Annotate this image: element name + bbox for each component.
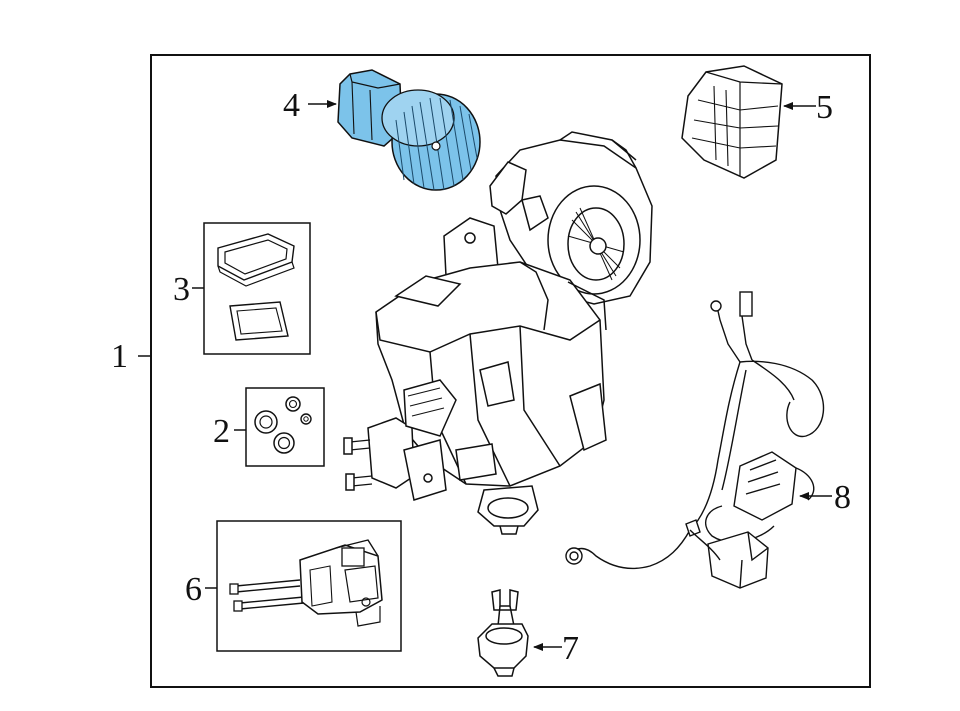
main-frame: [150, 54, 871, 688]
part-1-hvac-housing: [343, 131, 653, 535]
part-2-o-rings: [234, 387, 325, 467]
part-6-resistor: [205, 520, 402, 652]
callout-1: 1: [111, 338, 128, 375]
callout-4: 4: [283, 87, 300, 124]
callout-8: 8: [834, 479, 851, 516]
callout-3: 3: [173, 271, 190, 308]
callout-2: 2: [213, 413, 230, 450]
callout-6: 6: [185, 571, 202, 608]
part-5-cabin-filter: [681, 65, 816, 179]
callout-5: 5: [816, 89, 833, 126]
part-8-wiring-harness: [565, 291, 832, 589]
part-3-gaskets: [192, 222, 311, 355]
part-7-actuator: [477, 589, 562, 677]
part-4-blower-motor: [308, 69, 481, 191]
callout-7: 7: [562, 630, 579, 667]
